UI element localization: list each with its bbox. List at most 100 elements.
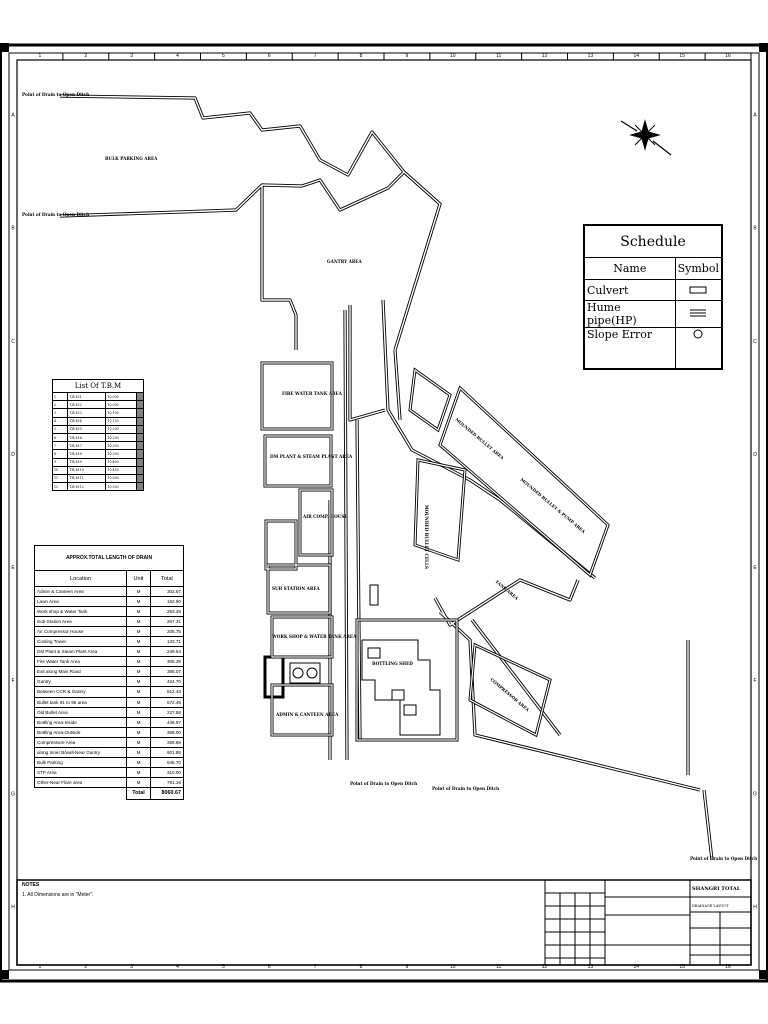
grid-col-label: 8 [360,53,363,59]
grid-col-label: 3 [130,53,133,59]
drain-location: Exit along Main Road [33,666,128,678]
tbm-title: List Of T.B.M [52,379,144,393]
label-admin: ADMIN & CANTEEN AREA [275,712,339,717]
tbm-remark-cell [136,416,144,426]
tbm-cell: 10.350 [105,449,138,459]
grid-col-label: 6 [268,964,271,970]
grid-col-label: 4 [176,964,179,970]
drain-unit: M [126,616,151,628]
grid-col-label: 15 [679,964,685,970]
schedule-col-name: Name [583,257,676,280]
drain-location: STP Area [33,766,128,778]
drain-location: Cooling Tower [33,636,128,648]
label-bottling: BOTTLING SHED [372,661,413,666]
label-gantry: GANTRY AREA [327,259,362,264]
drain-location: Lawn Area [33,596,128,608]
tbm-remark-cell [136,449,144,459]
drain-unit: M [126,646,151,658]
label-work-shop: WORK SHOP & WATER TANK AREA [271,634,357,639]
tbm-cell: T.B.M-10 [67,465,107,475]
drain-unit: M [126,726,151,738]
tbm-cell: T.B.M-8 [67,449,107,459]
drain-col-unit: Unit [126,570,151,587]
tbm-cell: 11 [51,473,69,484]
drain-location: Bullet tank 91 to 95 area [33,696,128,708]
grid-col-label: 5 [222,53,225,59]
drain-unit: M [126,666,151,678]
tbm-cell: T.B.M-2 [67,400,107,410]
drain-unit: M [126,766,151,778]
label-drain-point-3: Point of Drain to Open Ditch [690,856,757,861]
drain-total: 133.71 [149,636,185,648]
grid-col-label: 9 [406,964,409,970]
grid-col-label: 16 [725,964,731,970]
grid-col-label: 1 [39,964,42,970]
tbm-cell: T.B.M-9 [67,457,107,467]
column-grid-labels: 1122334455667788991010111112121313141415… [39,53,752,970]
tbm-remark-cell [136,465,144,475]
drain-total: 310.00 [149,766,185,778]
drain-unit: M [126,746,151,758]
label-drain-point-2: Point of Drain to Open Ditch [22,212,89,217]
schedule-title: Schedule [583,224,723,258]
grid-row-label: B [753,226,757,232]
outer-frame [0,43,768,983]
title-block [16,879,752,966]
grid-col-label: 8 [360,964,363,970]
drain-unit: M [126,656,151,668]
grid-col-label: 14 [634,964,640,970]
grid-col-label: 13 [588,53,594,59]
drain-location: Sub-Station Area [33,616,128,628]
drain-location: along Inner B/wall-Near Gantry [33,746,128,758]
drain-total: 672.45 [149,696,185,708]
drain-total: 267.31 [149,616,185,628]
drain-location: Bottling Area-Inside [33,716,128,728]
tbm-cell: 10.000 [105,391,138,402]
tbm-cell: 1 [51,391,69,402]
drain-total: 205.75 [149,626,185,638]
grid-col-label: 7 [314,964,317,970]
drain-unit: M [126,606,151,618]
tbm-cell: T.B.M-6 [67,432,107,443]
tbm-remark-cell [136,482,144,492]
tbm-remark-cell [136,441,144,451]
schedule-row: Slope Error [583,327,676,370]
drain-location: Bottling Area-Outside [33,726,128,738]
grid-row-label: F [11,678,14,684]
drain-total: 385.07 [149,666,185,678]
drain-unit: M [126,736,151,748]
drain-total: 249.64 [149,646,185,658]
grid-col-label: 15 [679,53,685,59]
grid-col-label: 16 [725,53,731,59]
drain-location: Work shop & Water Tank [33,606,128,618]
drain-total: 545.70 [149,756,185,768]
grid-row-label: H [753,904,757,910]
drain-total: 253.49 [149,606,185,618]
tbm-cell: T.B.M-4 [67,416,107,426]
grid-row-label: A [753,113,757,119]
drain-total: 424.70 [149,676,185,688]
tbm-remark-cell [136,473,144,484]
drain-location: Compressore Area [33,736,128,748]
